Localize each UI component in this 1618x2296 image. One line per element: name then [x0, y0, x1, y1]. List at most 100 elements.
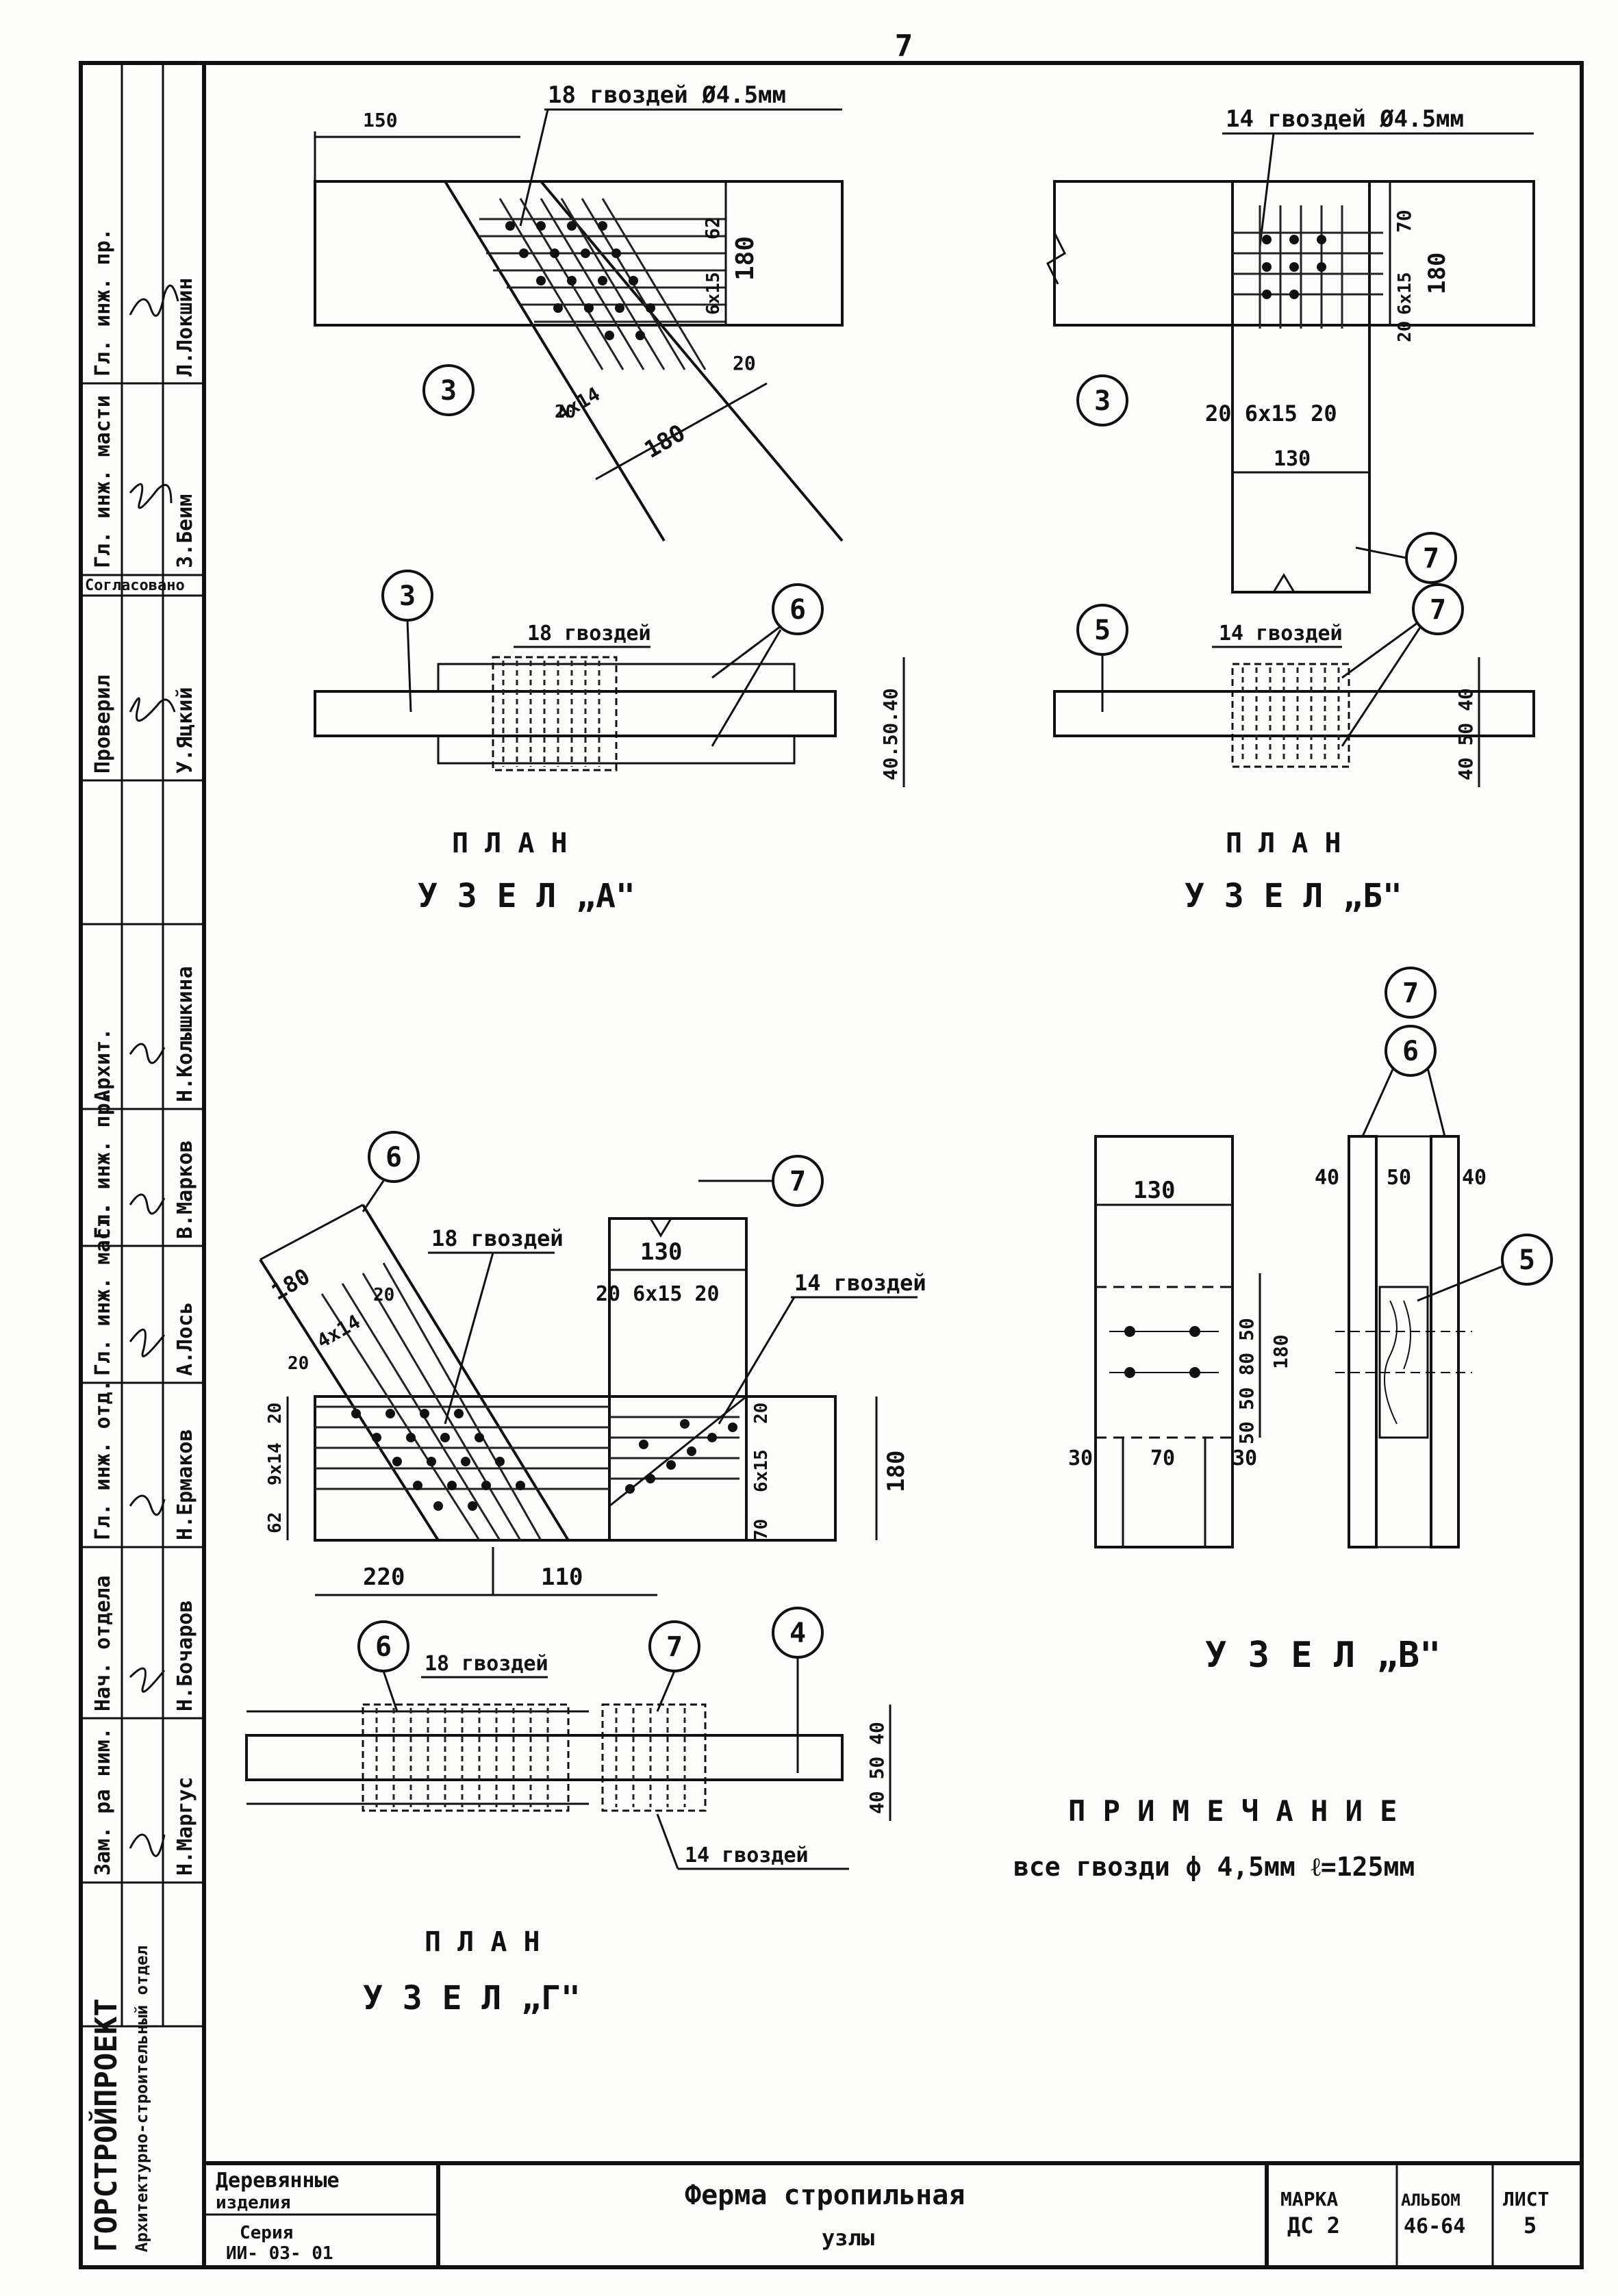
signature-5 — [129, 1193, 166, 1215]
svg-text:7: 7 — [666, 1631, 683, 1663]
stamp-role-8: Согласовано — [85, 577, 185, 594]
node-g-dim-20d: 20 — [751, 1403, 772, 1424]
node-b-plan-nails-label: 14 гвоздей — [1219, 622, 1343, 646]
node-a-dim-150: 150 — [363, 109, 398, 131]
title-series-2: ИИ- 03- 01 — [226, 2243, 333, 2264]
node-b-nails — [1262, 235, 1326, 299]
signature-7 — [129, 1494, 166, 1516]
node-b-dim-70: 70 — [1393, 209, 1415, 233]
node-g-caption-1: П Л А Н — [425, 1926, 540, 1958]
signature-3 — [129, 697, 176, 722]
node-b-plan-marker-7 — [1412, 583, 1464, 635]
node-a-caption-2: У З Е Л „А" — [418, 877, 635, 915]
node-v-caption: У З Е Л „В" — [1205, 1635, 1441, 1676]
svg-text:5: 5 — [1519, 1245, 1535, 1276]
node-g-plan-nails-label: 18 гвоздей — [425, 1652, 548, 1676]
svg-text:6: 6 — [1402, 1036, 1419, 1067]
stamp-name-5: В.Марков — [173, 1140, 197, 1240]
note-text: все гвозди ф 4,5мм ℓ=125мм — [1013, 1852, 1415, 1882]
stamp-name-3: Н.Ермаков — [173, 1429, 197, 1540]
node-v-dim-130: 130 — [1133, 1177, 1175, 1204]
node-b-marker-3 — [1076, 374, 1128, 426]
node-a-dim-6x15: 6х15 — [703, 272, 724, 315]
svg-text:7: 7 — [1430, 594, 1446, 626]
node-g-nails-vert: 14 гвоздей — [794, 1270, 926, 1296]
stamp-name-9: З.Беим — [173, 494, 197, 568]
title-category-2: изделия — [216, 2193, 291, 2213]
signature-6 — [129, 1328, 166, 1357]
approval-stamp: Зам. ра ним. Н.Маргус Нач. отдела Н.Боча… — [81, 228, 204, 2252]
node-g-diagonal — [259, 1203, 570, 1542]
stamp-name-6: Н.Колышкина — [173, 966, 197, 1102]
node-v-section-mid — [1375, 1135, 1432, 1548]
svg-text:7: 7 — [789, 1166, 806, 1197]
sheet-number: 7 — [895, 29, 913, 64]
node-a-caption-1: П Л А Н — [452, 828, 568, 859]
node-a-dim-20b: 20 — [555, 402, 576, 422]
node-g-plan-dims: 40 50 40 — [865, 1722, 888, 1814]
stamp-role-6: Архит. — [91, 1028, 115, 1102]
node-g-plan-nails-2 — [601, 1703, 707, 1812]
node-v-section-right — [1430, 1135, 1460, 1548]
album-value: 46-64 — [1404, 2215, 1465, 2238]
node-v-dims-50-80-50: 50 80 50 — [1235, 1318, 1258, 1410]
node-v-section-left — [1348, 1135, 1378, 1548]
node-g-dim-70: 70 — [751, 1519, 772, 1540]
node-b-post — [1231, 180, 1371, 594]
node-g-dim-20b: 20 — [373, 1285, 394, 1305]
node-v-nails — [1124, 1326, 1200, 1378]
mark-value: ДС 2 — [1287, 2212, 1340, 2238]
node-a-dim-180b: 180 — [640, 419, 690, 463]
title-block: Деревянные изделия Серия ИИ- 03- 01 Ферм… — [204, 2161, 1582, 2267]
node-b-dim-6x15: 6х15 — [1395, 272, 1415, 315]
sheet-border — [79, 61, 1584, 2269]
stamp-department: Архитектурно-строительный отдел — [132, 1946, 151, 2252]
node-g-dim-20a: 20 — [288, 1353, 309, 1374]
node-v-dim-180: 180 — [1269, 1334, 1292, 1369]
node-g-plan-nails-1 — [362, 1703, 570, 1812]
node-b-plan-chord — [1053, 690, 1535, 737]
svg-text:5: 5 — [1094, 615, 1111, 646]
stamp-role-9: Гл. инж. масти — [91, 395, 115, 568]
signature-1 — [129, 284, 179, 317]
stamp-role-10: Гл. инж. пр. — [91, 228, 115, 377]
node-b-dim-20: 20 — [1395, 321, 1415, 342]
node-v-dim-50: 50 — [1387, 1166, 1411, 1190]
note-heading: П Р И М Е Ч А Н И Е — [1068, 1794, 1397, 1828]
node-g-caption-2: У З Е Л „Г" — [363, 1979, 581, 2017]
node-a-plan-marker-6 — [772, 583, 824, 635]
node-b-nails-top: 14 гвоздей Ø4.5мм — [1226, 105, 1464, 133]
node-a-dim-180: 180 — [731, 236, 759, 281]
signature-4 — [129, 1043, 166, 1064]
node-g-plan-chord — [245, 1734, 844, 1781]
node-v-marker-7 — [1385, 967, 1437, 1019]
node-g: 6 7 18 гвоздей 14 гвоздей 130 20 6х15 20… — [245, 1131, 926, 2017]
node-a-marker-3 — [422, 364, 475, 416]
node-a-plan-dims: 40.50.40 — [879, 688, 902, 780]
stamp-role-1: Зам. ра ним. — [91, 1727, 115, 1876]
svg-text:3: 3 — [1094, 385, 1111, 417]
signature-9 — [129, 1833, 166, 1857]
stamp-role-2: Нач. отдела — [91, 1575, 115, 1711]
node-b-plan-dims: 40 50 40 — [1454, 688, 1477, 780]
node-a-nails-top: 18 гвоздей Ø4.5мм — [548, 81, 786, 109]
node-a-beam — [314, 180, 844, 327]
node-b-caption-2: У З Е Л „Б" — [1185, 877, 1402, 915]
node-a-plan-nails-label: 18 гвоздей — [527, 622, 651, 646]
svg-text:6: 6 — [385, 1142, 402, 1173]
node-b-dim-130: 130 — [1274, 447, 1311, 471]
node-v: 130 30 70 30 50 80 50 180 50 40 50 40 7 … — [1068, 967, 1553, 1676]
node-v-dim-40b: 40 — [1462, 1166, 1487, 1190]
node-v-marker-5 — [1501, 1234, 1553, 1286]
mark-label: МАРКА — [1280, 2188, 1338, 2210]
node-g-nails — [351, 1409, 737, 1511]
node-v-dim-70: 70 — [1150, 1446, 1175, 1470]
svg-text:6: 6 — [375, 1631, 392, 1663]
stamp-name-7: У.Яцкий — [173, 687, 197, 774]
svg-text:3: 3 — [440, 375, 457, 407]
node-a-plan-chord — [314, 690, 837, 737]
node-a-nails — [505, 221, 655, 340]
node-b: 14 гвоздей Ø4.5мм 70 180 6х15 20 20 6х15… — [1046, 105, 1535, 915]
